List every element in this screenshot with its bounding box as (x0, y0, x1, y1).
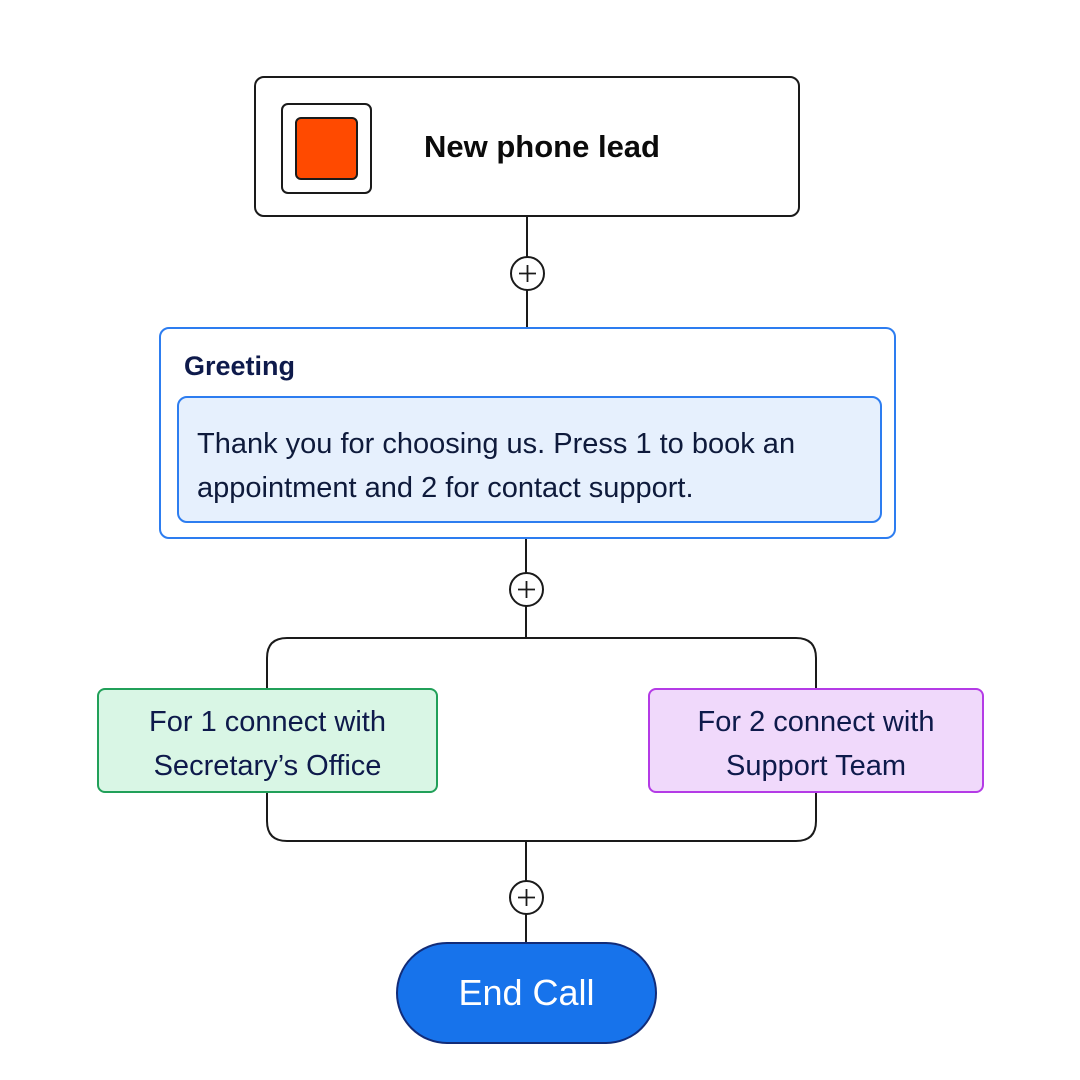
greeting-node[interactable]: Greeting Thank you for choosing us. Pres… (159, 327, 896, 539)
branch-node-support-team[interactable]: For 2 connect with Support Team (648, 688, 984, 793)
branch-container-frame (266, 637, 817, 688)
trigger-node[interactable]: New phone lead (254, 76, 800, 217)
plus-icon (519, 265, 536, 282)
greeting-message[interactable]: Thank you for choosing us. Press 1 to bo… (177, 396, 882, 523)
branch-container-frame (266, 793, 817, 842)
branch-label-line: For 1 connect with (149, 706, 386, 738)
trigger-title: New phone lead (424, 129, 660, 164)
branch-label-line: For 2 connect with (697, 706, 935, 738)
add-step-button[interactable] (510, 256, 545, 291)
add-step-button[interactable] (509, 880, 544, 915)
greeting-title: Greeting (184, 351, 296, 381)
branch-node-secretary-office[interactable]: For 1 connect with Secretary’s Office (97, 688, 438, 793)
add-step-button[interactable] (509, 572, 544, 607)
branch-label-line: Support Team (725, 750, 907, 782)
end-call-button[interactable]: End Call (396, 942, 657, 1044)
plus-icon (518, 889, 535, 906)
plus-icon (518, 581, 535, 598)
trigger-icon-frame (281, 103, 372, 194)
branch-label-line: Secretary’s Office (153, 750, 382, 782)
square-stop-icon (295, 117, 358, 180)
